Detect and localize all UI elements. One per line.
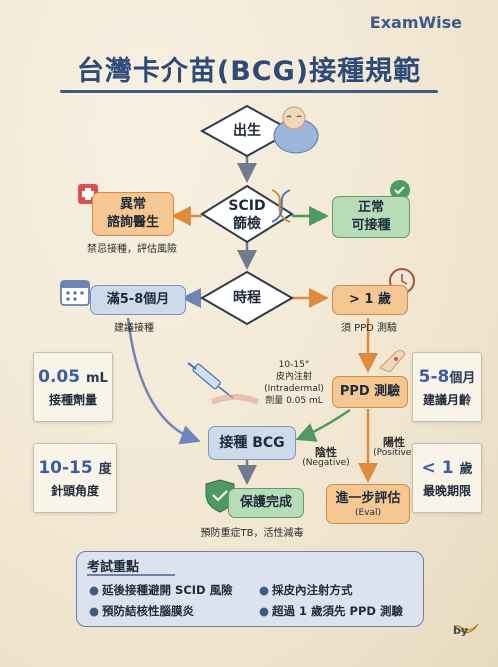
deadline-value: < 1 — [421, 457, 454, 478]
dose-card: 0.05 mL 接種劑量 — [33, 352, 113, 422]
positive-label-en: (Positive) — [373, 448, 415, 458]
check-circle-icon — [390, 180, 410, 200]
angle-unit: 度 — [98, 461, 112, 477]
baby-icon — [273, 106, 319, 154]
age-label: 建議月齡 — [422, 392, 471, 407]
exam-title: 考試重點 — [87, 560, 140, 575]
page-title: 台灣卡介苗(BCG)接種規範 — [76, 56, 422, 87]
birth-diamond — [199, 104, 295, 158]
arrow-5-8-to-bcg — [126, 317, 201, 445]
title-underline — [60, 90, 438, 93]
angle-card: 10-15 度 針頭角度 — [33, 443, 117, 513]
normal-label-1: 正常 — [357, 200, 384, 215]
deadline-label: 最晚期限 — [422, 483, 471, 498]
timing-label: 時程 — [233, 290, 261, 306]
normal-label-2: 可接種 — [351, 218, 391, 233]
timing-diamond — [200, 270, 294, 326]
eval-box: 進一步評估 (Eval) — [326, 484, 410, 524]
abnormal-label-2: 諮詢醫生 — [106, 215, 159, 230]
dose-unit: mL — [86, 370, 108, 386]
angle-label: 針頭角度 — [50, 483, 99, 498]
arm-icon — [379, 349, 406, 373]
scid-label-1: SCID — [228, 198, 266, 214]
exam-points-box: 考試重點 ●延後接種避開 SCID 風險 ●採皮內注射方式 ●預防結核性腦膜炎 … — [76, 551, 424, 627]
over-1-note: 須 PPD 測驗 — [340, 323, 398, 334]
normal-box: 正常 可接種 — [332, 196, 410, 238]
bcg-box: 接種 BCG — [208, 426, 296, 460]
dose-label: 接種劑量 — [48, 392, 97, 407]
exam-title-underline — [87, 574, 175, 576]
age-5-8-box: 滿5-8個月 — [90, 285, 186, 315]
syringe-icon — [187, 362, 260, 405]
age-value: 5-8 — [418, 366, 450, 387]
injection-dose: 劑量 0.05 mL — [265, 396, 323, 406]
ppd-box: PPD 測驗 — [332, 376, 408, 408]
injection-angle: 10-15° — [278, 360, 310, 370]
calendar-icon — [60, 280, 90, 306]
scid-diamond — [200, 184, 294, 244]
abnormal-box: 異常 諮詢醫生 — [92, 192, 174, 236]
deadline-unit: 歲 — [459, 461, 473, 477]
birth-label: 出生 — [233, 123, 261, 139]
done-box: 保護完成 — [228, 488, 304, 518]
eval-label-en: (Eval) — [354, 507, 382, 518]
exam-item: ●超過 1 歲須先 PPD 測驗 — [259, 604, 403, 618]
eval-label: 進一步評估 — [335, 490, 401, 506]
positive-label: 陽性 — [383, 436, 405, 449]
brand-logo: ExamWise — [369, 13, 462, 32]
negative-label-en: (Negative) — [302, 458, 350, 468]
deadline-card: < 1 歲 最晚期限 — [412, 443, 482, 513]
done-note: 預防重症TB，活性減毒 — [200, 528, 304, 539]
injection-route: 皮內注射 — [275, 372, 312, 382]
angle-value: 10-15 — [38, 457, 93, 478]
abnormal-label-1: 異常 — [119, 197, 146, 212]
exam-item: ●採皮內注射方式 — [259, 583, 353, 597]
dna-icon — [271, 189, 291, 223]
exam-item: ●預防結核性腦膜炎 — [89, 604, 195, 618]
abnormal-note: 禁忌接種，評估風險 — [87, 244, 177, 255]
negative-label: 陰性 — [315, 446, 337, 459]
footer-by: by — [452, 624, 468, 637]
arrow-ppd-negative-to-bcg — [295, 408, 351, 442]
over-1-box: > 1 歲 — [332, 285, 408, 315]
age-5-8-note: 建議接種 — [114, 323, 154, 334]
scid-label-2: 篩檢 — [233, 216, 261, 232]
injection-route-en: (Intradermal) — [264, 384, 324, 394]
banana-icon — [453, 623, 479, 633]
age-unit: 個月 — [449, 370, 476, 386]
age-card: 5-8個月 建議月齡 — [412, 352, 482, 422]
dose-value: 0.05 — [38, 366, 81, 387]
exam-item: ●延後接種避開 SCID 風險 — [89, 583, 233, 597]
